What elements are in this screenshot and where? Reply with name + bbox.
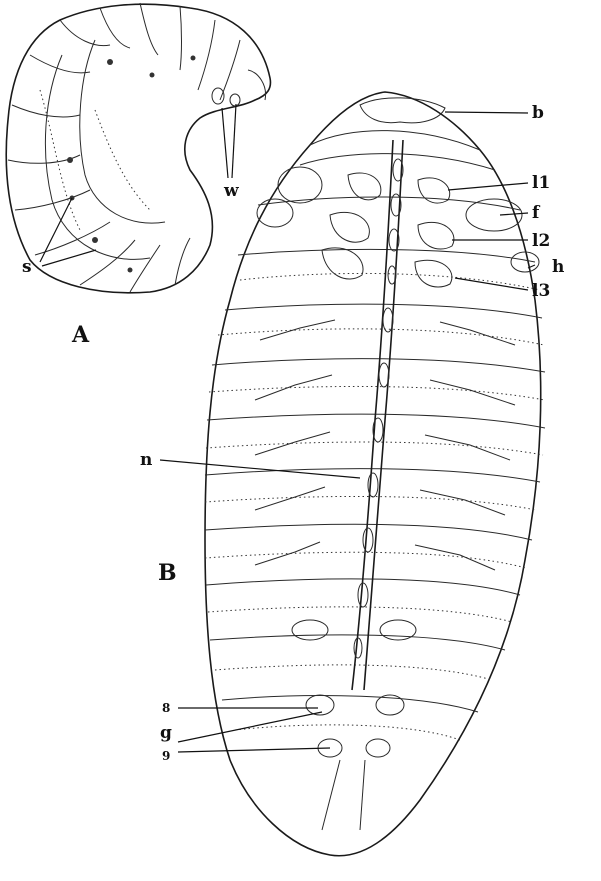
label-9: 9: [162, 749, 170, 763]
label-h: h: [552, 257, 564, 277]
larva-b-drawing: [205, 92, 545, 856]
label-w: w: [223, 181, 239, 201]
label-l3: l3: [532, 281, 550, 301]
label-g: g: [160, 723, 172, 743]
label-b: b: [532, 103, 544, 123]
label-8: 8: [162, 701, 170, 715]
label-s: s: [22, 257, 32, 277]
leaders-b: [160, 112, 535, 752]
leaders-a: [40, 104, 236, 266]
label-n: n: [140, 450, 152, 470]
label-l1: l1: [532, 173, 550, 193]
panel-label-a: A: [71, 322, 90, 348]
panel-label-b: B: [158, 560, 177, 586]
label-f: f: [532, 203, 541, 223]
label-l2: l2: [532, 231, 550, 251]
